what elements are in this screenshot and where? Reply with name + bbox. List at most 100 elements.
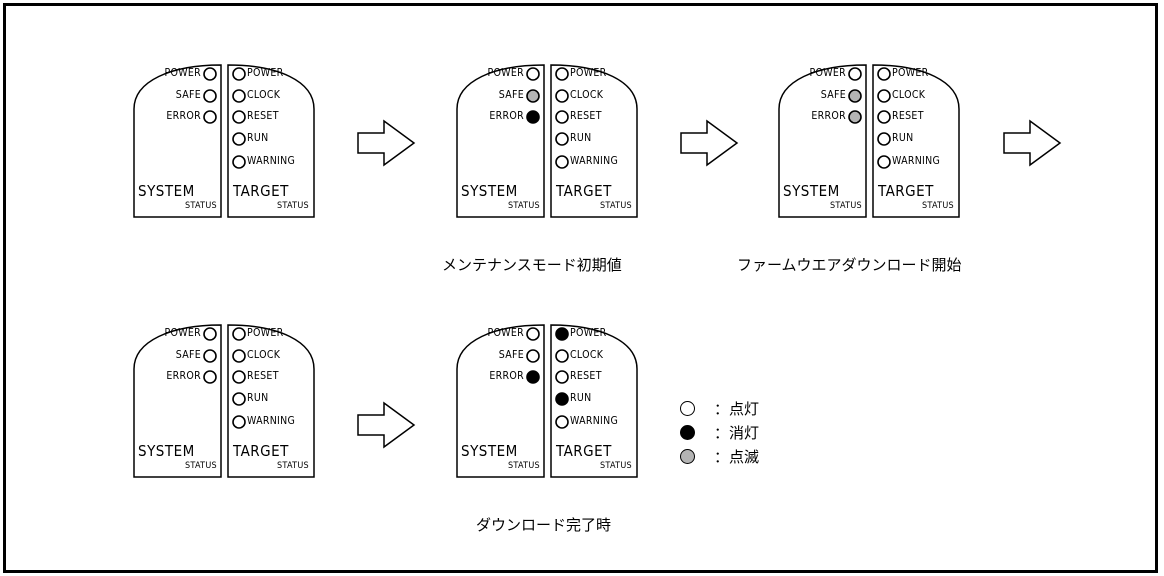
- target-led-power-icon: [232, 327, 246, 341]
- system-subtitle: STATUS: [829, 201, 862, 211]
- system-panel-outline: [778, 64, 867, 218]
- target-led-label: POWER: [247, 67, 284, 79]
- system-led-safe-icon: [203, 349, 217, 363]
- led-panel-outline: [778, 64, 960, 218]
- target-led-label: POWER: [892, 67, 929, 79]
- system-title: SYSTEM: [138, 442, 195, 460]
- system-led-safe-icon: [526, 349, 540, 363]
- target-led-label: RESET: [570, 370, 602, 382]
- right-arrow-icon: [357, 119, 416, 167]
- target-led-power-icon: [232, 67, 246, 81]
- system-led-error-icon: [203, 370, 217, 384]
- led-off-icon: [680, 425, 695, 440]
- system-led-label: SAFE: [175, 349, 201, 361]
- system-led-label: POWER: [164, 67, 201, 79]
- target-panel-outline: [550, 324, 638, 478]
- target-led-reset-icon: [555, 370, 569, 384]
- right-arrow-icon: [680, 119, 739, 167]
- led-panel-outline: [133, 324, 315, 478]
- system-led-label: POWER: [809, 67, 846, 79]
- target-led-warning-icon: [555, 415, 569, 429]
- target-led-label: WARNING: [570, 155, 619, 167]
- target-title: TARGET: [556, 442, 612, 460]
- system-led-label: ERROR: [166, 110, 201, 122]
- led-panel-outline: [133, 64, 315, 218]
- target-led-reset-icon: [877, 110, 891, 124]
- caption-download-complete: ダウンロード完了時: [476, 516, 612, 534]
- target-led-label: RUN: [247, 132, 269, 144]
- system-led-error-icon: [848, 110, 862, 124]
- diagram-frame: [3, 3, 1158, 573]
- right-arrow-icon: [1003, 119, 1062, 167]
- target-subtitle: STATUS: [276, 461, 309, 471]
- system-led-label: POWER: [164, 327, 201, 339]
- target-title: TARGET: [233, 442, 289, 460]
- system-led-label: ERROR: [166, 370, 201, 382]
- target-subtitle: STATUS: [921, 201, 954, 211]
- system-subtitle: STATUS: [184, 201, 217, 211]
- target-led-run-icon: [555, 392, 569, 406]
- target-led-reset-icon: [232, 370, 246, 384]
- target-led-label: CLOCK: [570, 89, 604, 101]
- legend-label-off: ：消灯: [714, 424, 760, 442]
- target-panel-outline: [872, 64, 960, 218]
- system-led-label: POWER: [487, 67, 524, 79]
- system-subtitle: STATUS: [507, 461, 540, 471]
- target-led-warning-icon: [877, 155, 891, 169]
- target-led-label: WARNING: [247, 155, 296, 167]
- system-led-power-icon: [203, 67, 217, 81]
- target-subtitle: STATUS: [276, 201, 309, 211]
- target-led-label: RUN: [892, 132, 914, 144]
- system-led-power-icon: [526, 67, 540, 81]
- target-led-label: WARNING: [570, 415, 619, 427]
- target-led-clock-icon: [877, 89, 891, 103]
- system-subtitle: STATUS: [507, 201, 540, 211]
- target-led-run-icon: [877, 132, 891, 146]
- target-led-run-icon: [555, 132, 569, 146]
- target-led-run-icon: [232, 132, 246, 146]
- system-led-label: SAFE: [498, 349, 524, 361]
- system-led-label: POWER: [487, 327, 524, 339]
- system-title: SYSTEM: [138, 182, 195, 200]
- target-led-label: CLOCK: [570, 349, 604, 361]
- system-panel-outline: [133, 324, 222, 478]
- target-title: TARGET: [878, 182, 934, 200]
- led-blink-icon: [680, 449, 695, 464]
- system-led-error-icon: [526, 370, 540, 384]
- system-led-label: SAFE: [175, 89, 201, 101]
- right-arrow-icon: [357, 401, 416, 449]
- target-led-label: WARNING: [892, 155, 941, 167]
- target-led-clock-icon: [232, 89, 246, 103]
- led-panel-outline: [456, 324, 638, 478]
- target-led-reset-icon: [555, 110, 569, 124]
- target-title: TARGET: [233, 182, 289, 200]
- target-led-label: RESET: [892, 110, 924, 122]
- target-led-label: CLOCK: [247, 89, 281, 101]
- target-led-label: RUN: [570, 132, 592, 144]
- target-panel-outline: [550, 64, 638, 218]
- target-led-label: RESET: [247, 110, 279, 122]
- legend-label-blink: ：点滅: [714, 448, 760, 466]
- system-led-label: SAFE: [820, 89, 846, 101]
- system-led-power-icon: [203, 327, 217, 341]
- target-led-label: CLOCK: [247, 349, 281, 361]
- target-led-label: WARNING: [247, 415, 296, 427]
- system-panel-outline: [133, 64, 222, 218]
- target-led-label: RESET: [247, 370, 279, 382]
- system-panel-outline: [456, 324, 545, 478]
- target-title: TARGET: [556, 182, 612, 200]
- system-led-label: ERROR: [811, 110, 846, 122]
- target-led-reset-icon: [232, 110, 246, 124]
- system-led-label: SAFE: [498, 89, 524, 101]
- led-on-icon: [680, 401, 695, 416]
- target-led-run-icon: [232, 392, 246, 406]
- target-led-warning-icon: [232, 155, 246, 169]
- target-led-label: POWER: [570, 67, 607, 79]
- system-led-safe-icon: [848, 89, 862, 103]
- system-led-power-icon: [526, 327, 540, 341]
- target-panel-outline: [227, 324, 315, 478]
